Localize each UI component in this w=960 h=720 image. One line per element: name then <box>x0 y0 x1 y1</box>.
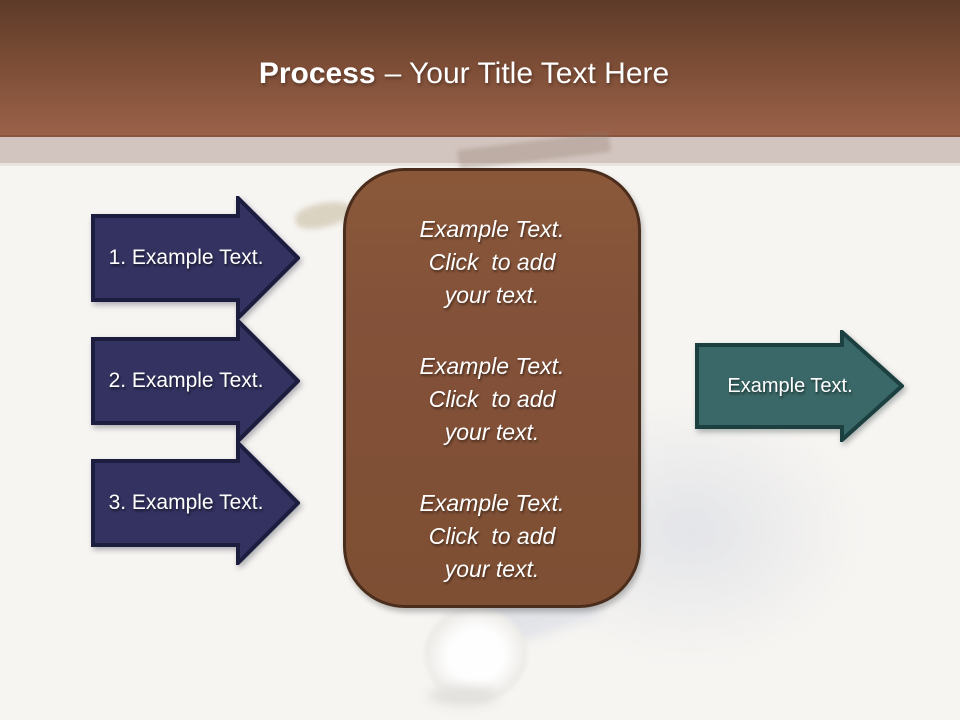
center-text-panel[interactable]: Example Text. Click to add your text. Ex… <box>343 168 641 608</box>
page-title-bold: Process <box>258 57 376 90</box>
slide-header: Process– Your Title Text Here <box>0 0 960 137</box>
step-arrow-label: 1. Example Text. <box>108 246 264 269</box>
panel-paragraph: Example Text. Click to add your text. <box>419 353 565 445</box>
step-arrow-3[interactable]: 3. Example Text. <box>91 441 300 565</box>
arrow-right-shape <box>91 196 300 320</box>
background-photo-shoe <box>415 597 537 713</box>
panel-paragraph: Example Text. Click to add your text. <box>419 216 565 308</box>
step-arrow-1[interactable]: 1. Example Text. <box>91 196 300 320</box>
panel-paragraph: Example Text. Click to add your text. <box>419 490 565 582</box>
step-arrow-label: 3. Example Text. <box>108 491 264 514</box>
page-title[interactable]: Process– Your Title Text Here <box>0 56 944 92</box>
background-photo-shoe-shadow <box>428 686 498 706</box>
arrow-right-shape <box>91 319 300 443</box>
step-arrow-2[interactable]: 2. Example Text. <box>91 319 300 443</box>
arrow-right-shape <box>91 441 300 565</box>
output-arrow[interactable]: Example Text. <box>695 330 904 442</box>
output-arrow-label: Example Text. <box>727 374 853 397</box>
step-arrow-label: 2. Example Text. <box>108 369 264 392</box>
header-accent-band <box>0 137 960 166</box>
page-title-regular: – Your Title Text Here <box>384 57 670 90</box>
